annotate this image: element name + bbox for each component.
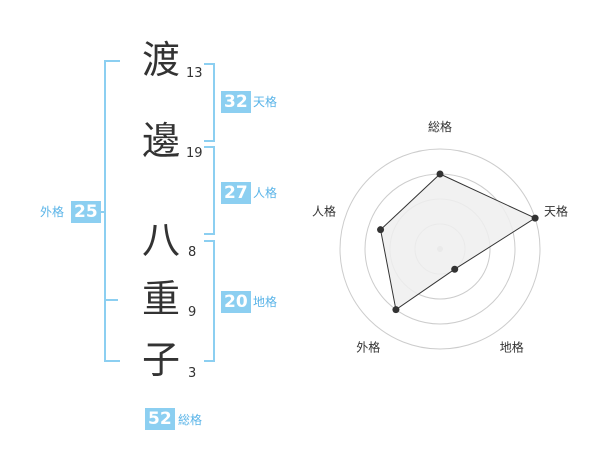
radar-axis-label-3: 地格 (500, 340, 524, 355)
jinkaku-value: 27 (221, 182, 251, 204)
radar-point-4 (392, 306, 400, 314)
radar-axis-label-1: 総格 (428, 119, 452, 134)
stroke-count-1: 13 (186, 66, 203, 81)
radar-point-2 (531, 214, 539, 222)
gaikaku-connector (98, 211, 104, 213)
stroke-count-3: 8 (188, 245, 197, 260)
name-char-5: 子 (142, 338, 181, 382)
tenkaku-value: 32 (221, 91, 251, 113)
gaikaku-bracket (104, 60, 120, 362)
radar-point-5 (377, 226, 385, 234)
radar-point-3 (451, 265, 459, 273)
name-char-1: 渡 (142, 38, 181, 82)
radar-area (380, 173, 537, 311)
radar-grid-ring (339, 148, 541, 350)
soukaku-value: 52 (145, 408, 175, 430)
tenkaku-bracket (204, 63, 215, 142)
soukaku-label: 総格 (178, 413, 203, 427)
jinkaku-bracket (204, 146, 215, 235)
stroke-count-5: 3 (188, 366, 197, 381)
tenkaku-label: 天格 (253, 95, 278, 109)
chikaku-value: 20 (221, 291, 251, 313)
radar-axis-label-4: 外格 (356, 340, 380, 355)
chikaku-bracket (204, 240, 215, 362)
gaikaku-label: 外格 (40, 205, 65, 219)
name-char-4: 重 (142, 277, 181, 321)
radar-axis-label-2: 天格 (544, 203, 568, 218)
name-char-3: 八 (142, 218, 181, 262)
chikaku-label: 地格 (253, 295, 278, 309)
stroke-count-2: 19 (186, 146, 203, 161)
gaikaku-tick (104, 299, 118, 301)
stroke-count-4: 9 (188, 305, 197, 320)
radar-axis-label-5: 人格 (312, 203, 336, 218)
gaikaku-value: 25 (71, 201, 101, 223)
name-char-2: 邊 (142, 119, 181, 163)
radar-point-1 (436, 170, 444, 178)
jinkaku-label: 人格 (253, 186, 278, 200)
